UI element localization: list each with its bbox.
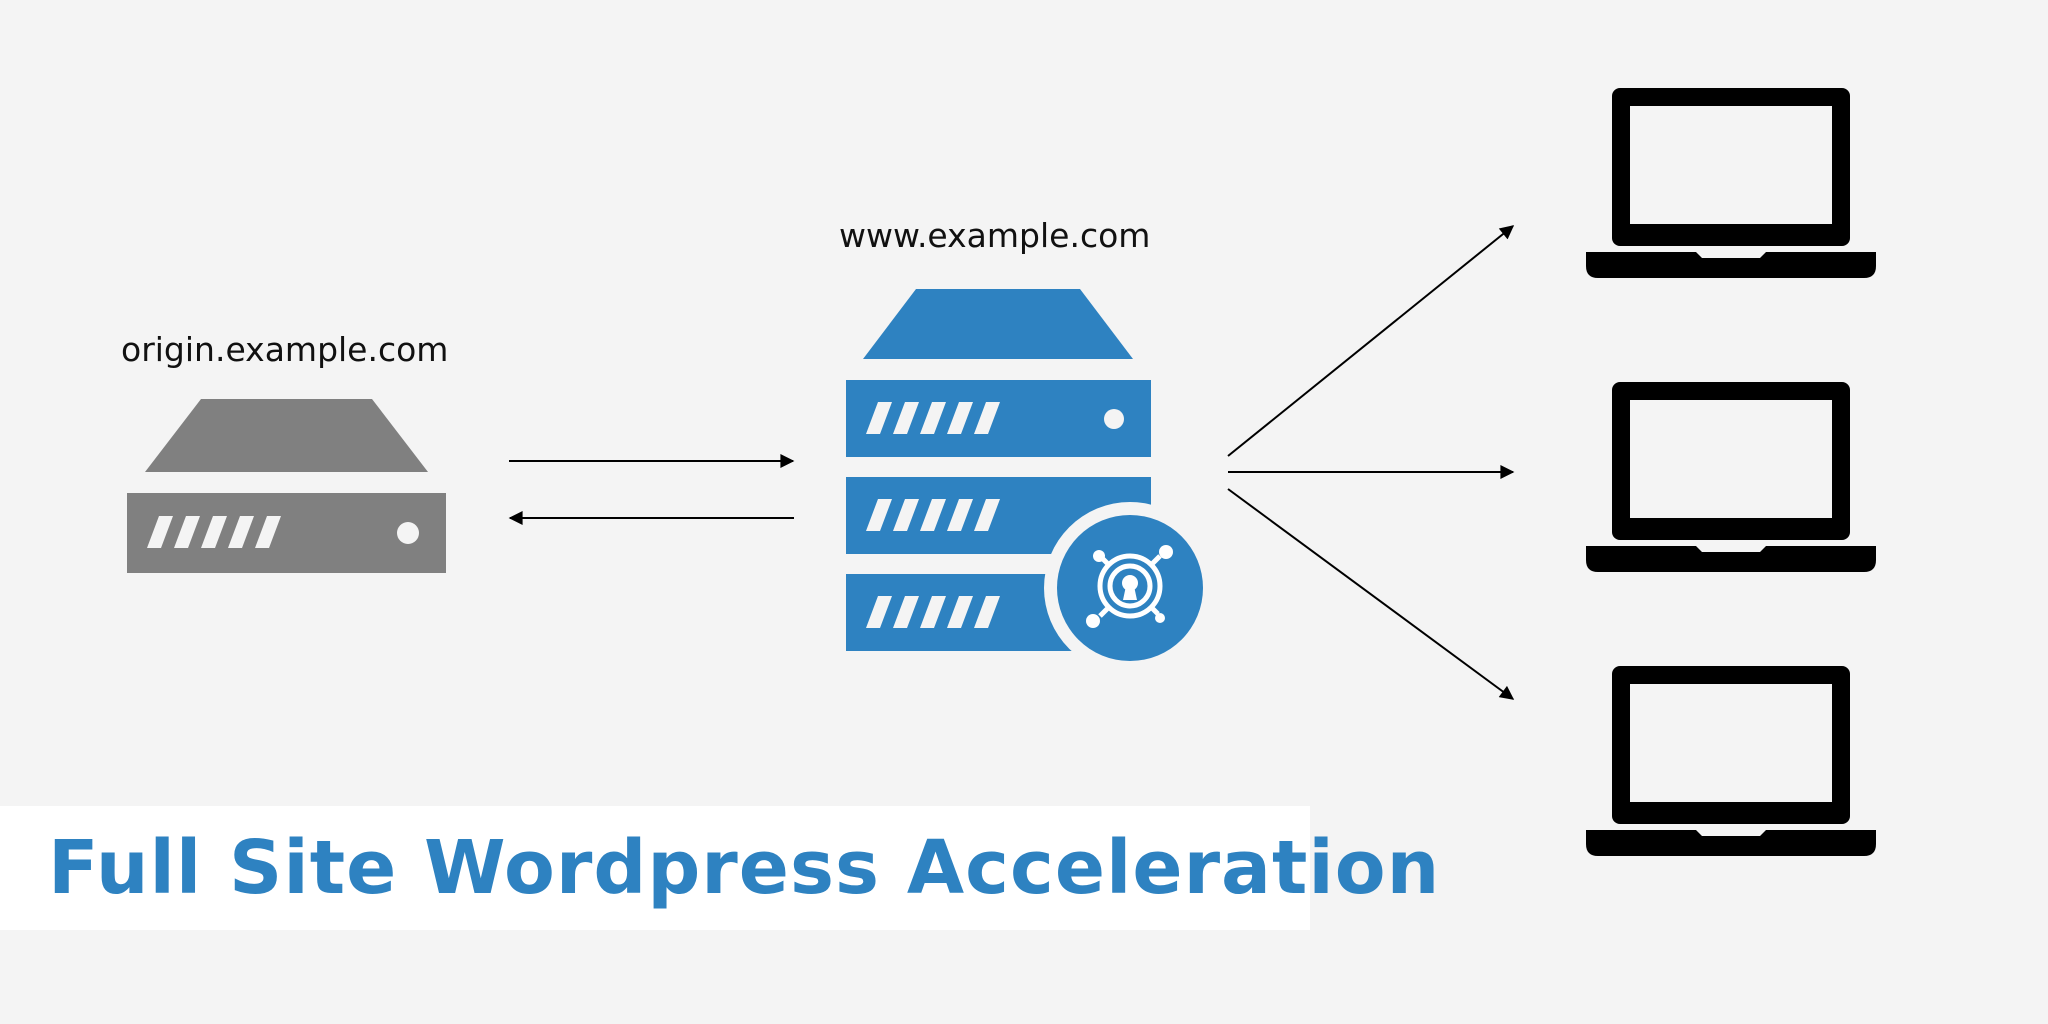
laptop-icon [1586, 666, 1876, 856]
origin-server-icon [127, 399, 446, 573]
laptop-icon [1586, 382, 1876, 572]
keyhole-network-icon [1057, 515, 1203, 661]
title-banner: Full Site Wordpress Acceleration [0, 806, 1439, 930]
cdn-to-client-top-arrow [1227, 225, 1515, 457]
page-title: Full Site Wordpress Acceleration [48, 825, 1441, 911]
cdn-to-client-bottom-arrow [1227, 488, 1515, 700]
cdn-hostname-label: www.example.com [839, 216, 1151, 255]
origin-hostname-label: origin.example.com [121, 330, 449, 369]
laptop-icon [1586, 88, 1876, 278]
